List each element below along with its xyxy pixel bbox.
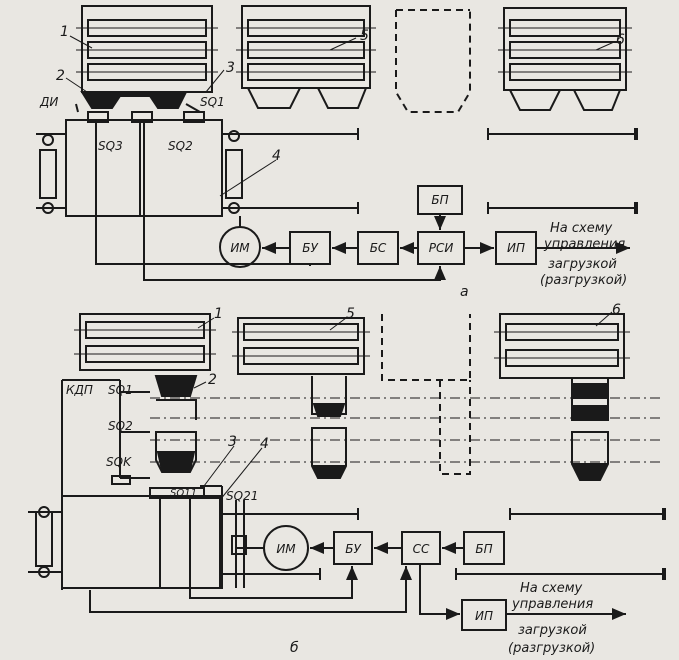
sensor-kdp-label: КДП [66,383,93,397]
note-b-line2: управления [511,597,593,612]
callout-6-b: 6 [612,302,621,318]
block-ip-a: ИП [507,241,525,255]
callout-1-b: 1 [214,306,223,322]
bin-5-a [236,5,376,109]
callout-2-a: 2 [56,68,65,84]
block-bu-a: БУ [302,241,318,255]
block-bp-a: БП [431,193,448,207]
bin-empty-b [381,314,471,475]
note-a-line3: загрузкой [548,257,617,272]
callout-6-a: 6 [616,32,625,48]
note-b-line1: На схему [520,581,583,596]
callout-4-a: 4 [272,148,281,164]
callout-5-a: 5 [360,28,369,44]
rails-b [150,397,660,463]
bin-6-b [494,313,630,481]
bin-empty-a [395,9,471,113]
bin-1-b [74,313,216,473]
blocks-b [89,498,626,631]
callout-3-b: 3 [228,434,237,450]
carriage-a [36,103,638,217]
callout-2-b: 2 [208,372,217,388]
note-a-line1: На схему [550,221,613,236]
callout-4-b: 4 [260,436,269,452]
block-im-a: ИМ [230,241,250,255]
sensor-sqk-label: SQK [106,455,132,469]
sensor-sq3-label: SQ3 [98,139,123,153]
block-bu-b: БУ [345,542,361,556]
note-a-line4: (разгрузкой) [540,273,627,288]
block-im-b: ИМ [276,542,296,556]
sensor-di-label: ДИ [39,95,58,109]
block-ip-b: ИП [475,609,493,623]
note-b-line3: загрузкой [518,623,587,638]
caption-a: а [460,284,469,300]
sensor-sq1-label-b: SQ1 [108,383,133,397]
callout-1-a: 1 [60,24,69,40]
bin-6-a [498,7,632,111]
sensor-sq1-label-a: SQ1 [200,95,225,109]
sensor-sq2-label-b: SQ2 [108,419,133,433]
sensor-sq21-label: SQ21 [226,489,258,503]
block-ss: СС [413,542,430,556]
sensor-sq11-label: SQ11 [170,488,197,499]
caption-b: б [290,640,299,656]
bin-1-a [76,5,218,109]
note-b-line4: (разгрузкой) [508,641,595,656]
carriage-b [28,379,666,590]
block-rsi: РСИ [429,241,454,255]
blocks-a [95,122,630,281]
block-bp-b: БП [475,542,492,556]
block-bs: БС [370,241,387,255]
bin-5-b [232,317,370,479]
sensor-sq2-label-a: SQ2 [168,139,193,153]
callout-3-a: 3 [226,60,235,76]
note-a-line2: управления [543,237,625,252]
callout-5-b: 5 [346,306,355,322]
